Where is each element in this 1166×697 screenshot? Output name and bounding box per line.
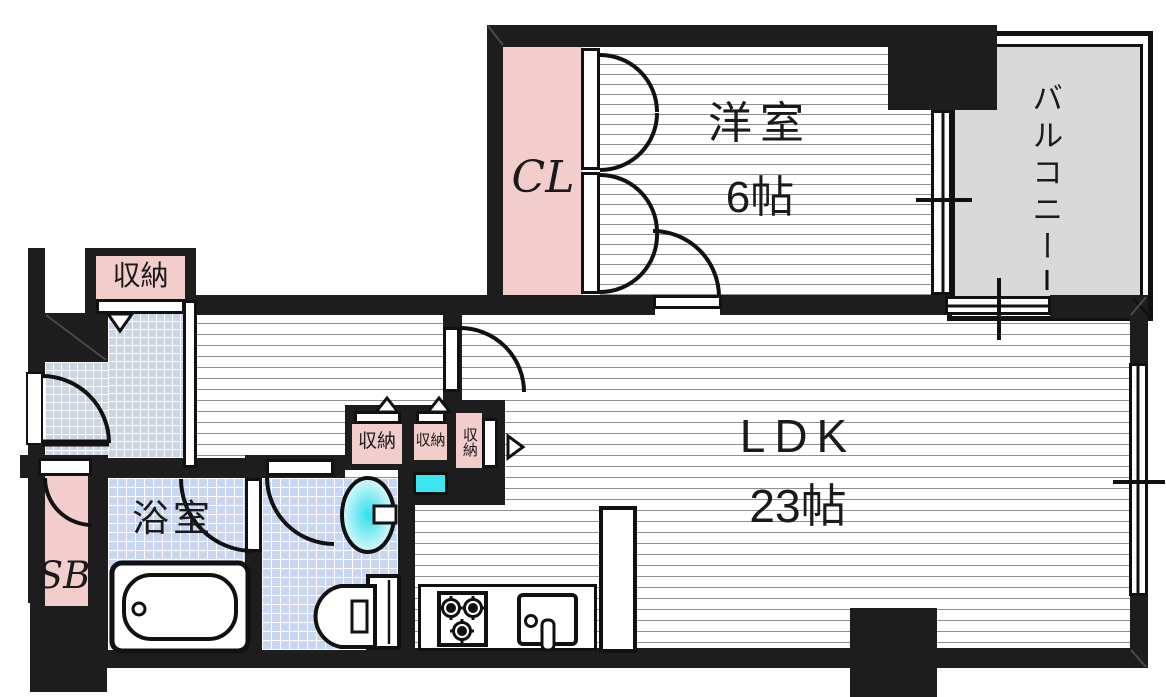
wall-left-below-entry: [28, 443, 45, 603]
window-western-balcony: [931, 110, 952, 295]
bathroom-label: 浴室: [132, 497, 214, 539]
bathroom-door-leaf: [245, 478, 262, 552]
storage2-area: [414, 424, 447, 460]
wall-pillar-bottom: [850, 608, 937, 697]
wall-bath-north: [108, 458, 248, 478]
wall-balcony-south-east: [1050, 295, 1148, 318]
ldk-size: 23帖: [749, 479, 847, 532]
storage2-label: 収納: [415, 432, 446, 450]
wall-right-upper-stub: [1130, 313, 1148, 368]
storage1-area: [352, 424, 402, 464]
western-room-door-leaf: [653, 295, 722, 309]
storage1-door: [354, 411, 401, 424]
entrance-storage-label: 収納: [112, 260, 169, 292]
entrance-step-divider: [183, 300, 197, 468]
storage2-door: [416, 411, 446, 424]
wall-washroom-east: [398, 455, 415, 650]
balcony-label: バルコニー: [1027, 82, 1063, 267]
entrance-floor: [108, 313, 183, 458]
shoebox-label: SB: [37, 553, 91, 597]
entry-door-sill: [26, 372, 43, 445]
window-balcony-ldk: [945, 296, 1051, 315]
ldk-door-leaf: [443, 327, 460, 392]
wall-left-upper-section: [487, 25, 503, 315]
western-room-size: 6帖: [725, 172, 795, 222]
closet-area: [503, 45, 583, 295]
entrance-storage-door: [96, 299, 185, 314]
water-heater-unit: [413, 472, 448, 495]
wall-mid-horizontal-east: [720, 295, 950, 315]
ldk-name: LDK: [739, 409, 857, 462]
entrance-storage-area: [96, 256, 185, 299]
closet-door-upper: [581, 48, 600, 170]
storage1-label: 収納: [357, 431, 396, 453]
wall-mid-horizontal-west: [185, 295, 655, 315]
window-ldk-east: [1129, 363, 1148, 596]
closet-label: CL: [511, 151, 575, 203]
western-room-name: 洋室: [708, 98, 812, 148]
stove-unit: [437, 591, 488, 647]
wall-entrance-corner: [45, 313, 108, 362]
entrance-floor-lower: [45, 362, 108, 458]
washroom-door-leaf: [266, 459, 334, 476]
wall-top-upper: [487, 25, 997, 47]
washroom-floor: [262, 478, 398, 650]
wall-bath-west: [88, 455, 108, 650]
storage3-label: 収納: [460, 427, 478, 457]
refrigerator-space: [599, 506, 637, 653]
wall-column-topright: [888, 28, 997, 110]
storage3-door: [482, 418, 498, 468]
wall-left-above-entry: [28, 248, 45, 375]
storage3-area: [456, 413, 482, 468]
kitchen-sink: [517, 593, 578, 646]
closet-door-lower: [581, 172, 600, 294]
shoebox-door-leaf: [38, 458, 92, 476]
